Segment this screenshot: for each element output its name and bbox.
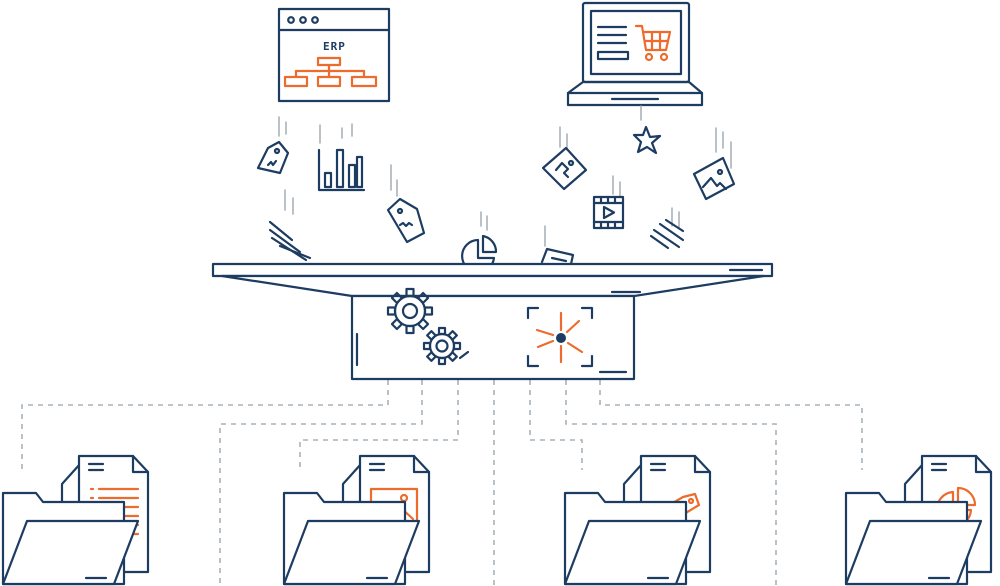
video-icon <box>592 175 625 230</box>
folder-price-tag-icon <box>563 454 712 586</box>
price-tag-icon <box>256 116 290 175</box>
folder-image-icon <box>282 454 431 586</box>
gears-icon <box>386 287 470 366</box>
price-tag-icon <box>386 164 426 244</box>
falling-items <box>256 105 736 274</box>
folder-pie-chart-icon <box>844 454 993 586</box>
erp-window-icon: ERP <box>277 7 391 103</box>
focus-target-icon <box>526 306 594 368</box>
text-document-icon <box>268 189 312 262</box>
image-icon <box>540 225 575 266</box>
bar-chart-icon <box>317 123 366 192</box>
processing-platform <box>211 262 774 381</box>
star-icon <box>632 105 662 155</box>
folder-text-document-icon <box>1 454 150 586</box>
connector-lines <box>21 380 863 586</box>
image-icon <box>541 126 588 191</box>
text-document-icon <box>649 207 685 250</box>
laptop-shopping-cart-icon <box>566 1 704 107</box>
image-icon <box>692 127 736 201</box>
erp-label: ERP <box>323 40 346 53</box>
